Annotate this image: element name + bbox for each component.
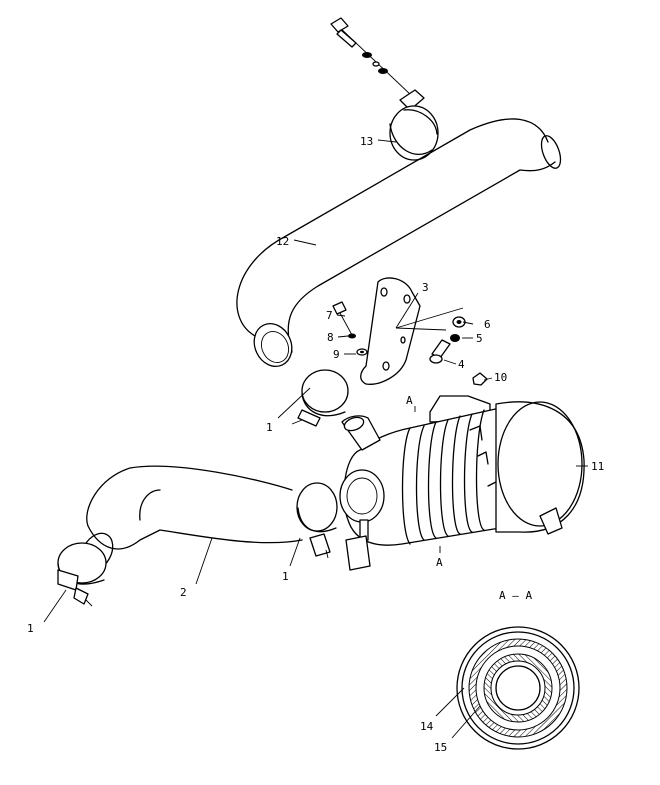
section-line-a [414,406,441,553]
callout-13: 13 [360,135,373,148]
callout-9: 9 [333,348,340,361]
callout-8: 8 [327,331,334,344]
callout-2: 2 [180,586,187,599]
callout-1-mid: 1 [282,570,289,583]
hose-clamp-1-left [57,542,107,607]
bracket-3 [360,277,421,385]
callout-11: 11 [591,460,604,473]
fastener-set [332,301,488,386]
callout-4: 4 [458,358,465,371]
callout-7: 7 [326,309,333,322]
section-view-a-a [456,626,580,750]
callout-12: 12 [276,235,289,248]
callout-10: 10 [494,371,507,384]
hose-2 [80,465,303,572]
leader-lines [43,139,588,739]
section-marker-a-top: A [406,394,413,407]
callout-5: 5 [476,332,483,345]
callout-15: 15 [434,741,447,754]
section-marker-a-bottom: A [436,556,443,569]
callout-1-top: 1 [266,421,273,434]
hose-clamp-1-mid [296,482,338,559]
callout-6: 6 [484,318,491,331]
hose-clamp-1-top [291,369,349,427]
callout-14: 14 [420,720,434,733]
bolt-stack-13 [330,17,413,97]
callout-labels: 13 12 3 6 5 4 7 8 9 10 11 1 1 1 2 14 15 … [27,135,604,754]
air-filter-housing-11 [339,395,585,571]
section-title: A – A [499,589,532,602]
callout-3: 3 [422,281,429,294]
callout-1-left: 1 [27,622,34,635]
hose-12 [236,118,562,367]
strap-clamp-13 [389,89,439,161]
